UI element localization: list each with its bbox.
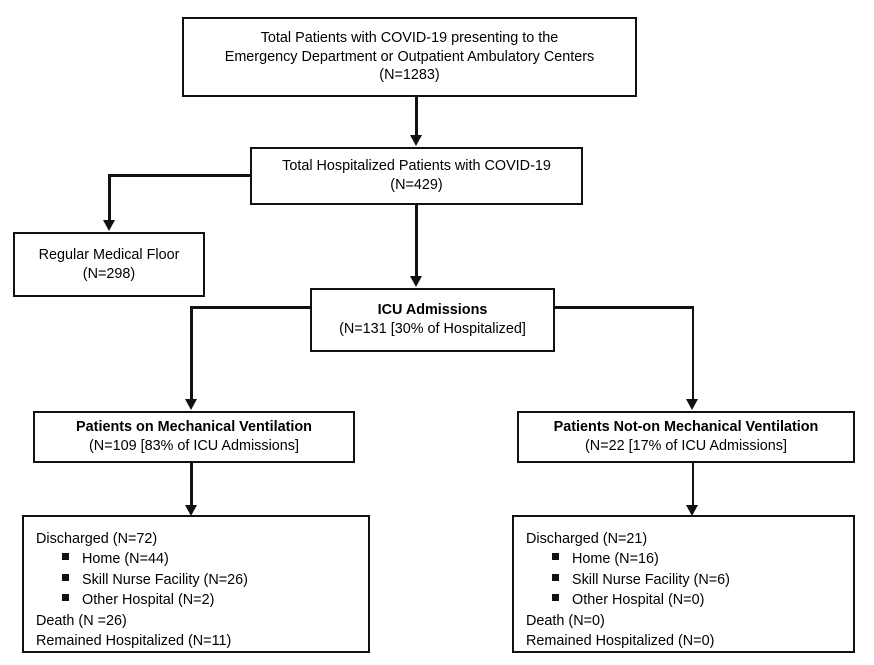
arrowhead-to-ventilated <box>184 399 197 410</box>
vent-other-hospital-row: Other Hospital (N=2) <box>62 590 214 610</box>
arrowhead-to-not-ventilated <box>686 399 698 410</box>
connector-icu-right-vertical <box>691 306 694 400</box>
vent-home: Home (N=44) <box>82 551 169 568</box>
node-icu-admissions: ICU Admissions (N=131 [30% of Hospitaliz… <box>310 288 555 352</box>
hospitalized-title: Total Hospitalized Patients with COVID-1… <box>282 158 551 175</box>
arrowhead-to-ventilated-outcomes <box>184 505 197 516</box>
bullet-icon <box>552 573 559 581</box>
arrowhead-to-regular-floor <box>102 220 115 231</box>
vent-home-row: Home (N=44) <box>62 549 169 569</box>
icu-title: ICU Admissions <box>377 302 488 319</box>
novent-snf: Skill Nurse Facility (N=6) <box>572 571 730 588</box>
icu-detail: (N=131 [30% of Hospitalized] <box>339 321 526 337</box>
novent-home: Home (N=16) <box>572 551 659 568</box>
novent-other-hospital-row: Other Hospital (N=0) <box>552 590 704 610</box>
bullet-icon <box>62 594 69 602</box>
arrowhead-to-icu <box>409 276 422 287</box>
connector-ventilated-to-outcomes <box>190 463 193 506</box>
vent-remained: Remained Hospitalized (N=11) <box>36 633 232 650</box>
novent-remained: Remained Hospitalized (N=0) <box>526 633 715 650</box>
novent-discharged: Discharged (N=21) <box>526 531 648 547</box>
bullet-icon <box>552 553 559 561</box>
no-ventilation-detail: (N=22 [17% of ICU Admissions] <box>585 438 787 454</box>
connector-icu-left-horizontal <box>190 306 312 309</box>
node-total-hospitalized: Total Hospitalized Patients with COVID-1… <box>250 147 583 205</box>
node-non-ventilated-outcomes: Discharged (N=21) Home (N=16) Skill Nurs… <box>512 515 855 653</box>
connector-icu-right-horizontal <box>553 306 694 309</box>
hospitalized-count: (N=429) <box>390 177 443 193</box>
bullet-icon <box>62 573 69 581</box>
connector-icu-left-vertical <box>190 306 193 400</box>
connector-not-ventilated-to-outcomes <box>691 463 694 506</box>
vent-snf: Skill Nurse Facility (N=26) <box>82 571 248 588</box>
no-ventilation-title: Patients Not-on Mechanical Ventilation <box>553 419 819 436</box>
vent-discharged: Discharged (N=72) <box>36 531 158 547</box>
novent-death: Death (N=0) <box>526 612 605 629</box>
vent-death: Death (N =26) <box>36 612 127 629</box>
novent-snf-row: Skill Nurse Facility (N=6) <box>552 570 730 590</box>
arrowhead-to-hospitalized <box>409 135 422 146</box>
connector-hospitalized-to-icu <box>415 205 418 277</box>
node-not-mechanical-ventilation: Patients Not-on Mechanical Ventilation (… <box>517 411 855 463</box>
vent-other-hospital: Other Hospital (N=2) <box>82 592 215 609</box>
ventilation-title: Patients on Mechanical Ventilation <box>76 419 312 436</box>
node-ventilated-outcomes: Discharged (N=72) Home (N=44) Skill Nurs… <box>22 515 370 653</box>
bullet-icon <box>62 553 69 561</box>
total-patients-line-1: Total Patients with COVID-19 presenting … <box>260 29 559 46</box>
bullet-icon <box>552 594 559 602</box>
regular-floor-title: Regular Medical Floor <box>38 246 180 263</box>
node-regular-medical-floor: Regular Medical Floor (N=298) <box>13 232 205 297</box>
total-patients-line-2: Emergency Department or Outpatient Ambul… <box>224 48 595 65</box>
connector-hospitalized-left-horizontal <box>108 174 252 177</box>
arrowhead-to-not-ventilated-outcomes <box>686 505 698 516</box>
connector-hospitalized-left-vertical <box>108 174 111 221</box>
total-patients-count: (N=1283) <box>379 67 440 84</box>
node-total-patients: Total Patients with COVID-19 presenting … <box>182 17 637 97</box>
novent-other-hospital: Other Hospital (N=0) <box>572 592 705 609</box>
connector-total-to-hospitalized <box>415 97 418 136</box>
vent-snf-row: Skill Nurse Facility (N=26) <box>62 570 248 590</box>
regular-floor-count: (N=298) <box>82 265 136 282</box>
node-mechanical-ventilation: Patients on Mechanical Ventilation (N=10… <box>33 411 355 463</box>
ventilation-detail: (N=109 [83% of ICU Admissions] <box>89 438 299 454</box>
novent-home-row: Home (N=16) <box>552 549 659 569</box>
